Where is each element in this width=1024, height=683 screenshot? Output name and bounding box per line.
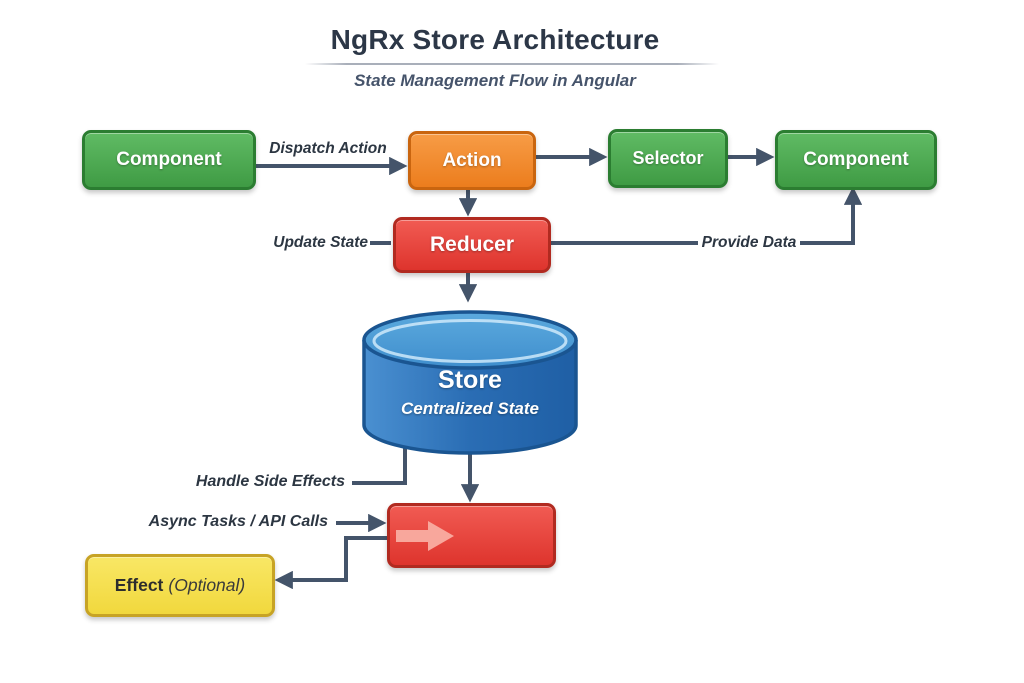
store-sublabel: Centralized State bbox=[401, 399, 539, 418]
node-effect: Effect (Optional) bbox=[85, 554, 275, 617]
title-divider bbox=[305, 63, 719, 65]
node-store: Store Centralized State bbox=[364, 366, 576, 419]
node-component-consumer: Component bbox=[775, 130, 937, 190]
node-label: Selector bbox=[632, 148, 704, 168]
effect-label: Effect bbox=[114, 575, 164, 595]
node-component-source: Component bbox=[82, 130, 256, 190]
edge-label-handle-side-effects: Handle Side Effects bbox=[195, 473, 345, 490]
node-reducer: Reducer bbox=[393, 217, 551, 273]
edge-label-dispatch-action: Dispatch Action bbox=[269, 140, 387, 157]
page-title: NgRx Store Architecture bbox=[330, 24, 660, 55]
node-label: Reducer bbox=[429, 233, 515, 256]
node-selector: Selector bbox=[608, 129, 728, 188]
edge-runner-to-effect bbox=[274, 536, 387, 590]
edge-store-to-handle-side-effects bbox=[352, 446, 407, 485]
node-effect-runner bbox=[387, 503, 556, 568]
node-action: Action bbox=[408, 131, 536, 190]
store-cylinder bbox=[362, 310, 578, 455]
edge-label-async-tasks: Async Tasks / API Calls bbox=[148, 513, 328, 530]
edge-label-update-state: Update State bbox=[273, 234, 368, 251]
page-subtitle: State Management Flow in Angular bbox=[354, 71, 636, 90]
node-label: Component bbox=[803, 149, 909, 170]
node-label: Component bbox=[116, 149, 222, 170]
node-label: Action bbox=[442, 149, 502, 171]
effect-optional-suffix: (Optional) bbox=[168, 575, 246, 595]
arrow-right-icon bbox=[396, 520, 454, 551]
edge-label-provide-data: Provide Data bbox=[701, 234, 797, 251]
edge-provide-data-to-component bbox=[800, 186, 863, 245]
store-label: Store bbox=[438, 366, 502, 394]
